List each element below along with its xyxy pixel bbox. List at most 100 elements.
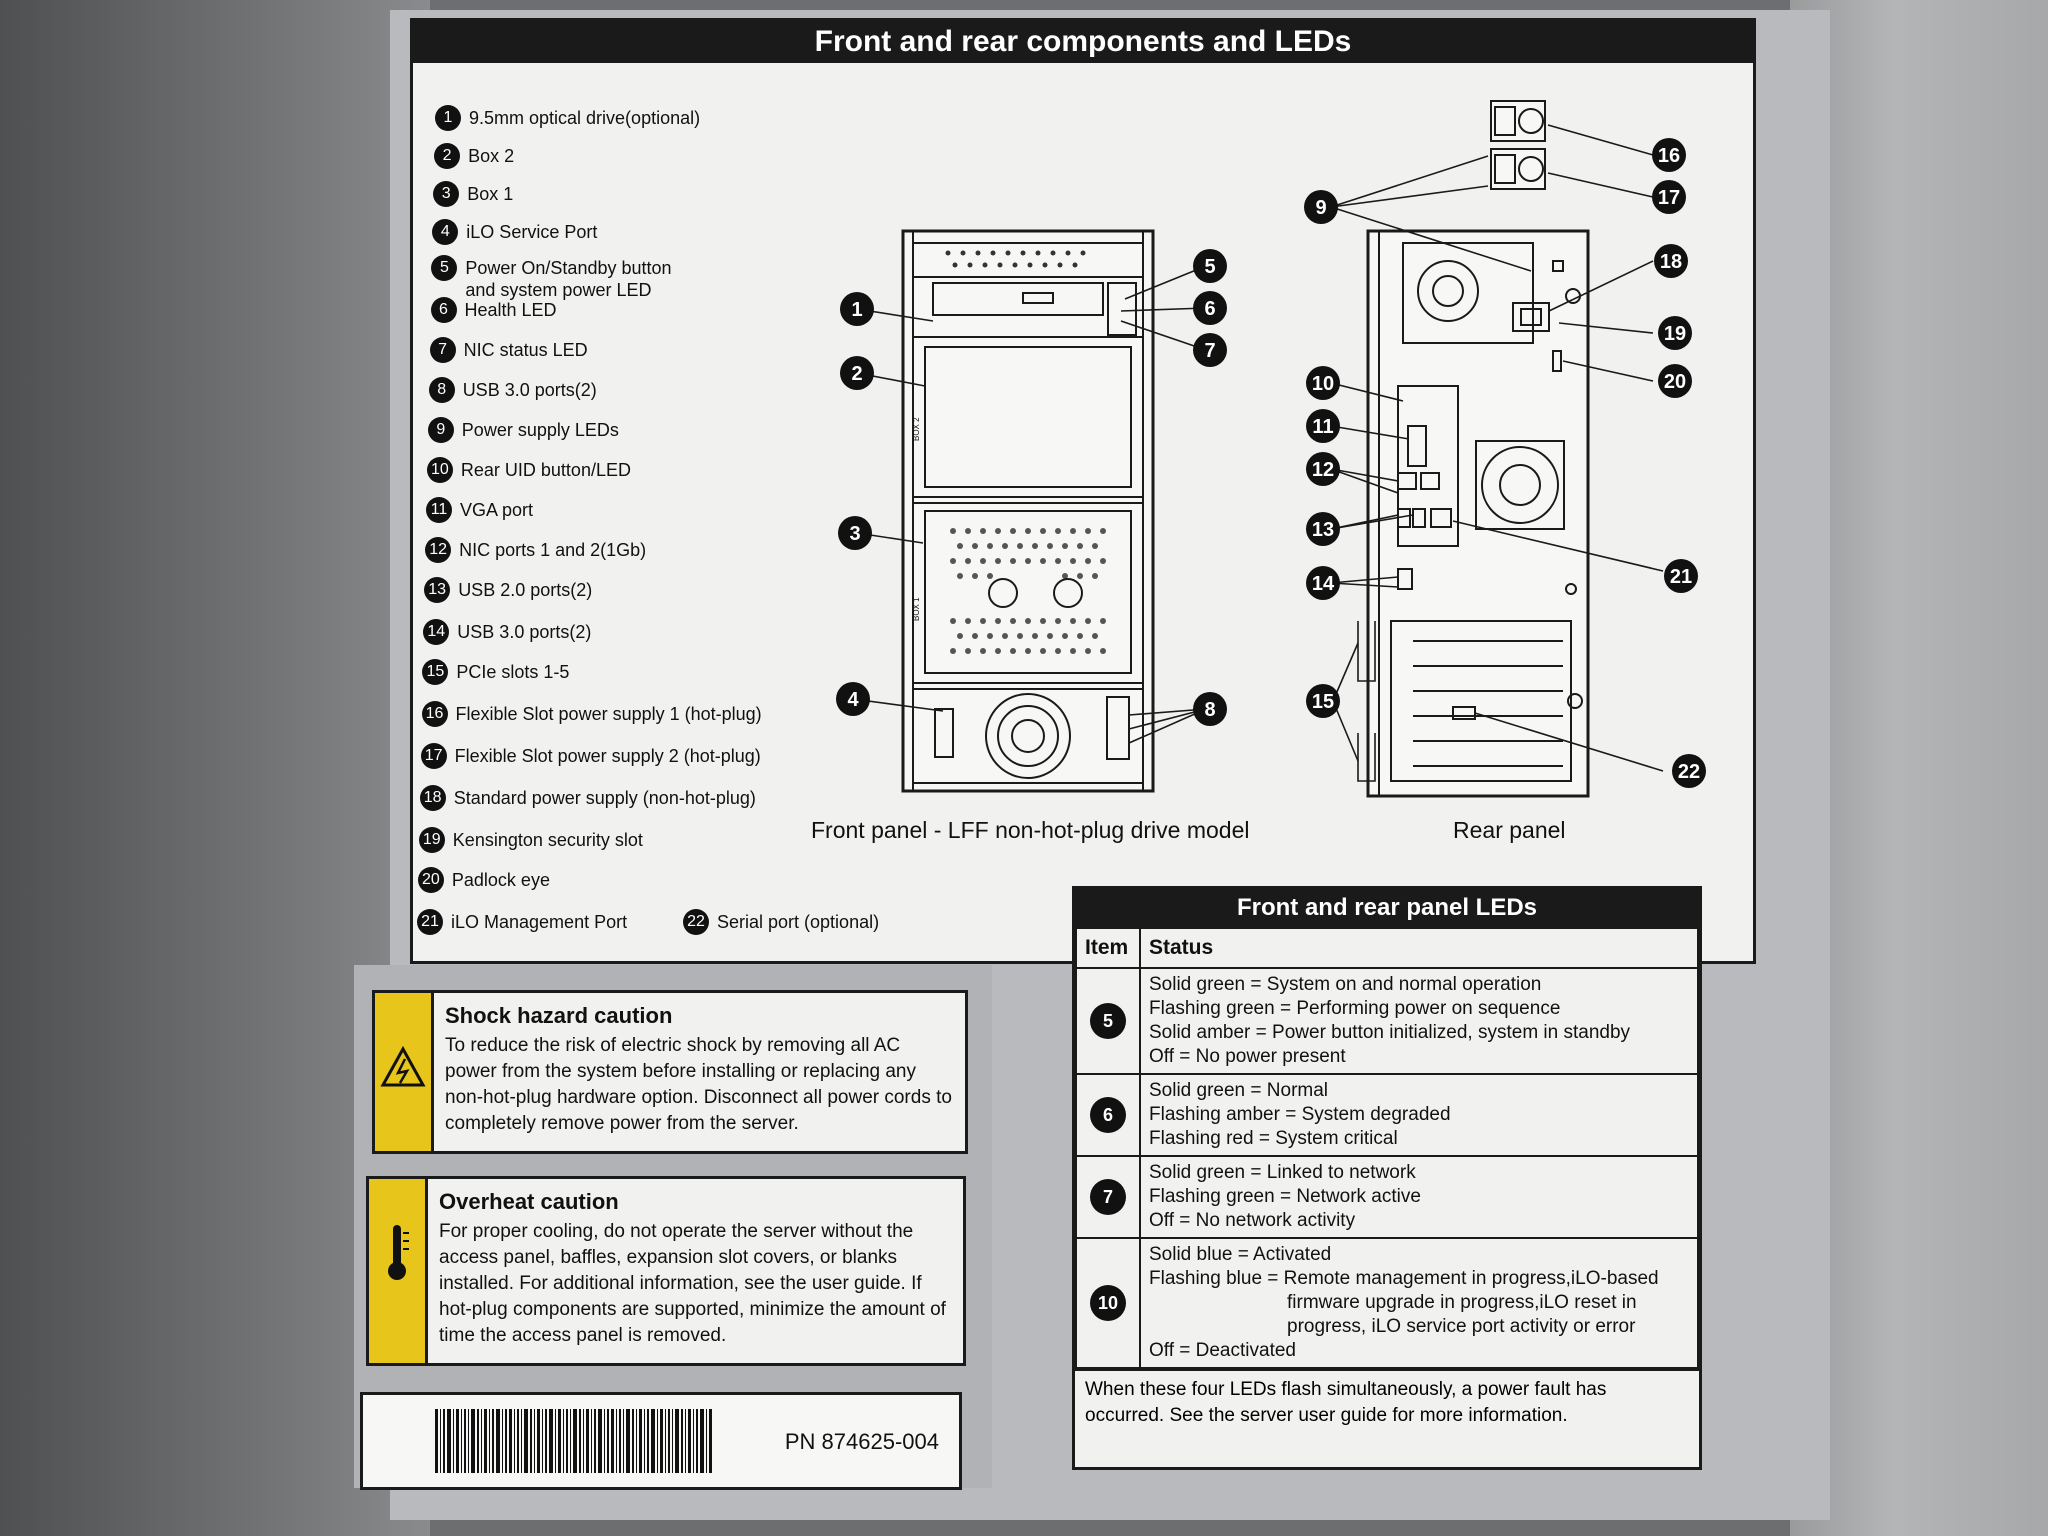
svg-text:17: 17 (1658, 187, 1680, 209)
callout-1: 1 (840, 292, 874, 326)
background-right (1790, 0, 2048, 1536)
led-item-badge: 10 (1090, 1285, 1126, 1321)
legend-item-19: 19 Kensington security slot (418, 827, 643, 853)
callout-18: 18 (1654, 244, 1688, 278)
legend-label: PCIe slots 1-5 (456, 662, 570, 682)
svg-text:6: 6 (1204, 298, 1215, 320)
legend-label: Flexible Slot power supply 1 (hot-plug) (455, 704, 762, 724)
callout-4: 4 (836, 682, 870, 716)
callout-16: 16 (1652, 138, 1686, 172)
legend-number: 8 (428, 377, 455, 403)
led-status-line: progress, iLO service port activity or e… (1287, 1316, 1636, 1337)
legend-number: 18 (419, 785, 446, 811)
svg-text:4: 4 (847, 689, 859, 711)
page-title: Front and rear components and LEDs (413, 21, 1753, 63)
legend-item-11: 11 VGA port (426, 497, 533, 523)
front-panel-caption: Front panel - LFF non-hot-plug drive mod… (811, 817, 1250, 843)
led-status-line: Solid green = Linked to network (1149, 1162, 1416, 1183)
legend-label: Box 1 (467, 184, 514, 204)
hardware-diagram: BOX 2 BOX 1 (836, 100, 1706, 798)
legend-label: Kensington security slot (452, 830, 643, 850)
part-number: PN 874625-004 (784, 1429, 939, 1454)
legend-label: NIC status LED (463, 340, 588, 360)
callout-7: 7 (1193, 333, 1227, 367)
shock-caution: Shock hazard caution To reduce the risk … (372, 990, 968, 1154)
svg-text:16: 16 (1658, 145, 1680, 167)
legend-number: 16 (421, 701, 448, 727)
legend-label: Rear UID button/LED (460, 460, 631, 480)
legend-label: USB 2.0 ports(2) (458, 580, 593, 600)
legend-label: Power supply LEDs (461, 420, 619, 440)
led-item-badge: 7 (1090, 1179, 1126, 1215)
legend-label: USB 3.0 ports(2) (462, 380, 597, 400)
overheat-caution: Overheat caution For proper cooling, do … (366, 1176, 966, 1366)
legend-number: 19 (418, 827, 445, 853)
legend-label: Health LED (464, 300, 557, 320)
legend-item-10: 10 Rear UID button/LED (426, 457, 631, 483)
svg-text:15: 15 (1312, 691, 1334, 713)
legend-number: 14 (423, 619, 450, 645)
legend-number: 9 (427, 417, 454, 443)
callout-10: 10 (1306, 366, 1340, 400)
led-status-line: Off = No power present (1149, 1046, 1346, 1067)
callout-11: 11 (1306, 409, 1340, 443)
box1-label: BOX 1 (912, 597, 921, 621)
led-status-line: Solid green = Normal (1149, 1080, 1329, 1101)
legend-label: Standard power supply (non-hot-plug) (453, 788, 756, 808)
led-footer-note: When these four LEDs flash simultaneousl… (1075, 1369, 1699, 1435)
svg-text:14: 14 (1312, 573, 1335, 595)
callouts: 1 2 3 4 5 6 7 8 9 10 11 12 13 14 15 16 1… (836, 138, 1706, 788)
legend-item-6: 6 Health LED (430, 297, 557, 323)
electric-hazard-icon (380, 1045, 426, 1087)
svg-text:19: 19 (1664, 323, 1686, 345)
legend-item-18: 18 Standard power supply (non-hot-plug) (419, 785, 756, 811)
led-col-item: Item (1075, 927, 1141, 969)
callout-3: 3 (838, 516, 872, 550)
legend-number: 6 (430, 297, 457, 323)
legend-number: 11 (426, 497, 452, 523)
led-status-line: Solid blue = Activated (1149, 1244, 1332, 1265)
legend-number: 22 (683, 909, 709, 935)
box2-label: BOX 2 (912, 417, 921, 441)
legend-label: iLO Service Port (466, 222, 598, 242)
callout-22: 22 (1672, 754, 1706, 788)
legend-label: VGA port (460, 500, 534, 520)
svg-text:3: 3 (849, 523, 860, 545)
front-panel-drawing (901, 229, 1155, 793)
legend-number: 10 (426, 457, 453, 483)
legend-number: 5 (431, 255, 458, 281)
legend-number: 7 (429, 337, 456, 363)
legend-label: 9.5mm optical drive(optional) (469, 108, 701, 128)
components-panel: Front and rear components and LEDs (410, 18, 1756, 964)
callout-19: 19 (1658, 316, 1692, 350)
legend-item-13: 13 USB 2.0 ports(2) (424, 577, 592, 603)
svg-text:22: 22 (1678, 761, 1700, 783)
legend-label: Flexible Slot power supply 2 (hot-plug) (454, 746, 761, 766)
legend-number: 4 (432, 219, 459, 245)
legend-item-7: 7 NIC status LED (429, 337, 588, 363)
led-status-line: Off = No network activity (1149, 1210, 1356, 1231)
svg-text:13: 13 (1312, 519, 1334, 541)
svg-text:5: 5 (1204, 256, 1215, 278)
led-status-line: Flashing amber = System degraded (1149, 1104, 1451, 1125)
callout-12: 12 (1306, 452, 1340, 486)
callout-2: 2 (840, 356, 874, 390)
led-status-line: Flashing green = Performing power on seq… (1149, 998, 1561, 1019)
rear-panel-drawing (1366, 100, 1590, 798)
legend-number: 13 (424, 577, 451, 603)
svg-text:9: 9 (1315, 197, 1326, 219)
legend-number: 3 (433, 181, 460, 207)
led-status-line: Solid green = System on and normal opera… (1149, 974, 1542, 995)
